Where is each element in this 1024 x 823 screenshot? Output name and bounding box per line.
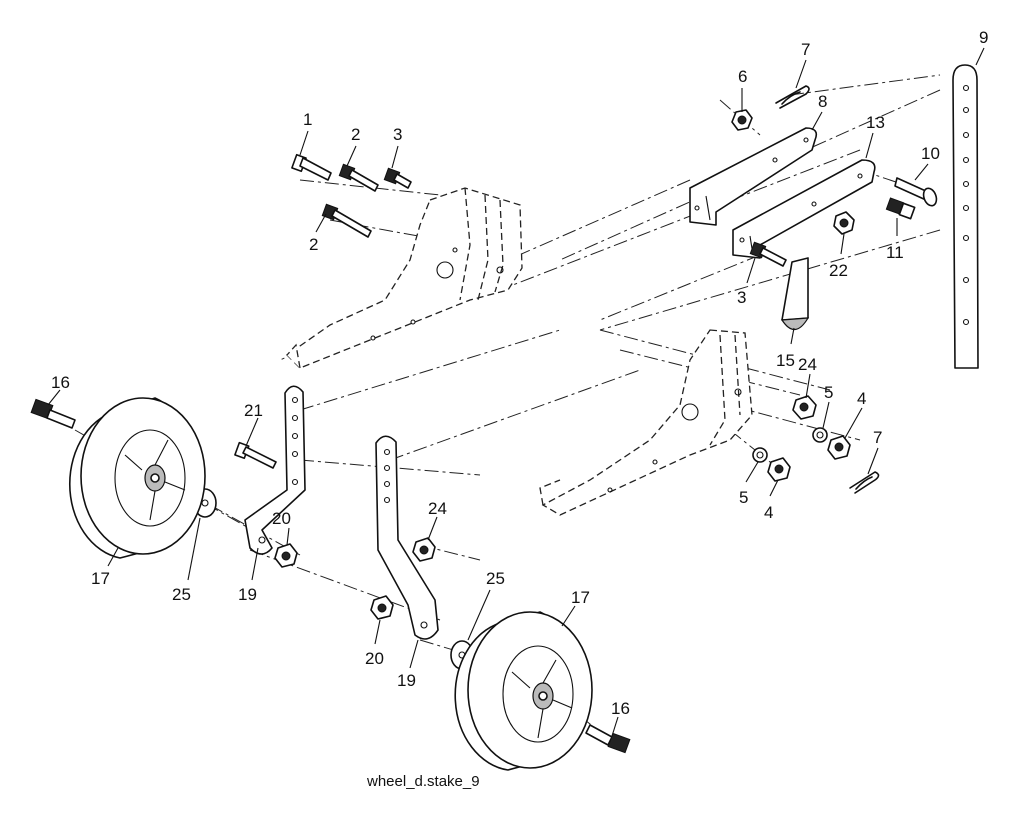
bolt-2-upper	[338, 163, 379, 192]
callout-20-upper: 20	[272, 509, 291, 528]
callout-24-right: 24	[798, 355, 817, 374]
nut-22	[833, 211, 855, 235]
diagram-caption: wheel_d.stake_9	[366, 773, 480, 790]
nut-24-right	[792, 395, 817, 420]
callout-labels: 1 2 3 2 6 7 8 9 13 10 11 22 3 15 24 5 4 …	[51, 28, 988, 718]
callout-10: 10	[921, 144, 940, 163]
callout-3-lower: 3	[737, 288, 746, 307]
wheel-left	[68, 397, 206, 559]
callout-1: 1	[303, 110, 312, 129]
tiller-frame-right-ghost	[539, 329, 753, 516]
upper-bracket	[689, 127, 818, 226]
callout-19-right: 19	[397, 671, 416, 690]
callout-9: 9	[979, 28, 988, 47]
bolt-16-right	[585, 724, 631, 754]
callout-17-left: 17	[91, 569, 110, 588]
callout-2-lower: 2	[309, 235, 318, 254]
bolt-3-upper	[383, 167, 412, 189]
callout-20-lower: 20	[365, 649, 384, 668]
callout-17-right: 17	[571, 588, 590, 607]
nut-24-left	[412, 537, 436, 562]
callout-7-upper: 7	[801, 40, 810, 59]
washer-5-right	[812, 427, 828, 443]
bolt-2-lower	[321, 203, 372, 238]
leader-lines	[47, 47, 985, 737]
callout-6: 6	[738, 67, 747, 86]
wheel-bracket-left	[244, 385, 306, 555]
nut-20-upper	[274, 543, 298, 568]
stake-clip	[780, 257, 810, 331]
callout-4-right: 4	[857, 389, 866, 408]
callout-21: 21	[244, 401, 263, 420]
callout-8: 8	[818, 92, 827, 111]
tiller-frame-left-ghost	[285, 187, 523, 369]
callout-24-left: 24	[428, 499, 447, 518]
callout-16-left: 16	[51, 373, 70, 392]
hairpin-7-upper	[775, 85, 810, 109]
nut-20-lower	[370, 595, 394, 620]
callout-2-upper: 2	[351, 125, 360, 144]
washer-5-lower	[752, 447, 768, 463]
callout-19-left: 19	[238, 585, 257, 604]
callout-15: 15	[776, 351, 795, 370]
bolt-21	[234, 441, 277, 469]
nut-6	[731, 109, 753, 131]
hairpin-7-lower	[849, 471, 880, 494]
bolt-1	[291, 153, 332, 181]
depth-stake	[952, 64, 979, 369]
callout-3-upper: 3	[393, 125, 402, 144]
callout-4-lower: 4	[764, 503, 773, 522]
callout-16-right: 16	[611, 699, 630, 718]
wheel-bracket-right	[375, 435, 439, 640]
callout-13: 13	[866, 113, 885, 132]
callout-25-left: 25	[172, 585, 191, 604]
callout-5-right: 5	[824, 383, 833, 402]
callout-5-lower: 5	[739, 488, 748, 507]
nut-4-lower	[767, 457, 791, 482]
bolt-11	[885, 197, 916, 220]
nut-4-right	[827, 435, 851, 460]
callout-7-lower: 7	[873, 428, 882, 447]
callout-25-right: 25	[486, 569, 505, 588]
pin-10	[894, 177, 938, 207]
wheel-right	[454, 611, 593, 771]
callout-11: 11	[886, 243, 904, 262]
bolt-16-left	[30, 398, 76, 429]
callout-22: 22	[829, 261, 848, 280]
bolt-3-lower	[749, 241, 787, 267]
